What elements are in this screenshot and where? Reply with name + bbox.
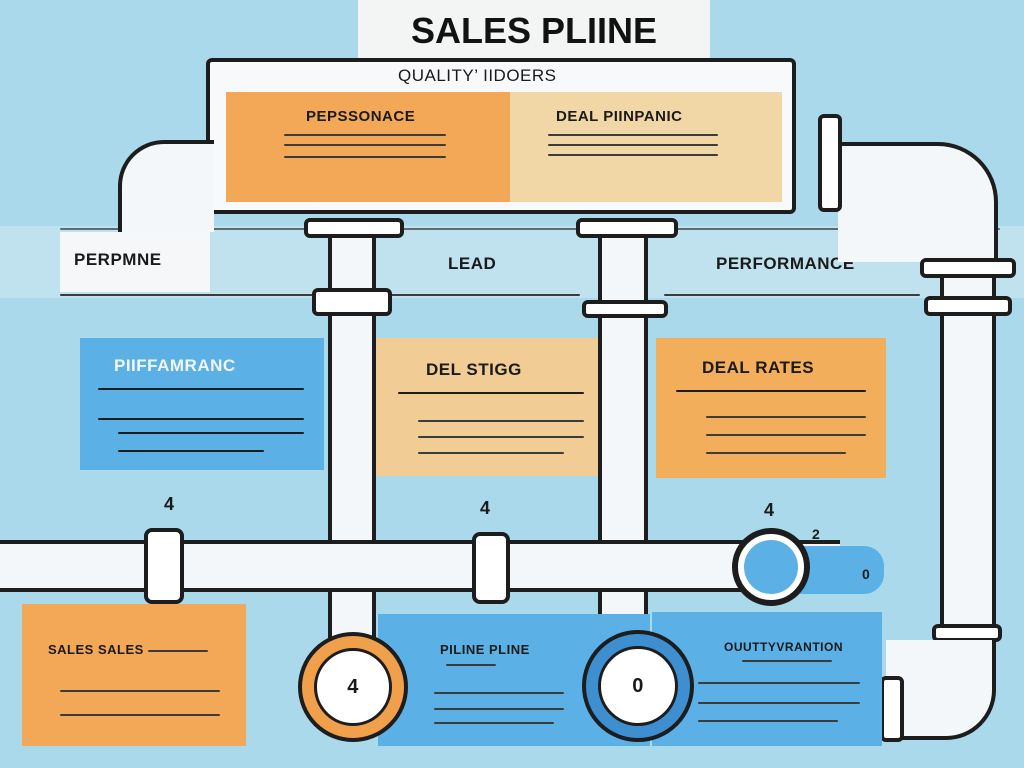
title-card: SALES PLIINE bbox=[358, 0, 710, 62]
top-subtitle: QUALITY’ IIDOERS bbox=[398, 66, 557, 85]
top-right-header: DEAL PIINPANIC bbox=[556, 108, 683, 125]
text-line bbox=[284, 134, 446, 136]
marker-label: 4 bbox=[480, 498, 491, 518]
pipe-collar bbox=[304, 218, 404, 238]
top-panel-right bbox=[510, 92, 782, 202]
text-line bbox=[706, 452, 846, 454]
text-line bbox=[434, 692, 564, 694]
mid-panel-blue-header: PIIFFAMRANC bbox=[114, 356, 236, 375]
mid-panel-blue bbox=[80, 338, 324, 470]
text-line bbox=[548, 154, 718, 156]
band-right-label: PERFORMANCE bbox=[716, 254, 855, 273]
text-line bbox=[698, 682, 860, 684]
gauge-left-value: 4 bbox=[347, 675, 359, 698]
gauge-right: 0 bbox=[582, 630, 694, 742]
mid-panel-tan-header: DEL STIGG bbox=[426, 360, 522, 379]
text-line bbox=[118, 450, 264, 452]
main-horizontal-pipe bbox=[0, 540, 840, 592]
text-line bbox=[548, 134, 718, 136]
text-line bbox=[98, 418, 304, 420]
pipe-collar bbox=[576, 218, 678, 238]
text-line bbox=[446, 664, 496, 666]
text-line bbox=[418, 436, 584, 438]
band-rule-top bbox=[60, 228, 1000, 230]
gauge-right-value: 0 bbox=[632, 674, 644, 697]
text-line bbox=[118, 432, 304, 434]
left-elbow-pipe bbox=[118, 140, 214, 232]
blue-flow-tail bbox=[800, 546, 884, 594]
band-rule-right bbox=[664, 294, 920, 296]
pipe-collar bbox=[144, 528, 184, 604]
pipe-collar bbox=[472, 532, 510, 604]
text-line bbox=[742, 660, 832, 662]
text-line bbox=[698, 702, 860, 704]
text-line bbox=[60, 690, 220, 692]
marker-label: 0 bbox=[862, 566, 871, 582]
band-left-label: PERPMNE bbox=[74, 250, 162, 269]
text-line bbox=[418, 452, 564, 454]
gauge-left-face: 4 bbox=[314, 648, 392, 726]
text-line bbox=[698, 720, 838, 722]
text-line bbox=[706, 434, 866, 436]
valve-core bbox=[744, 540, 798, 594]
text-line bbox=[676, 390, 866, 392]
right-collar bbox=[920, 258, 1016, 278]
text-line bbox=[706, 416, 866, 418]
text-line bbox=[284, 144, 446, 146]
bottom-left-header: SALES SALES bbox=[48, 642, 144, 657]
outlet-collar bbox=[880, 676, 904, 742]
band-left-card bbox=[60, 232, 210, 292]
marker-label: 2 bbox=[812, 526, 821, 542]
band-center-label: LEAD bbox=[448, 254, 497, 273]
marker-label: 4 bbox=[764, 500, 775, 520]
mid-panel-orange bbox=[656, 338, 886, 478]
mid-panel-tan bbox=[376, 338, 598, 476]
top-panel-left bbox=[226, 92, 510, 202]
text-line bbox=[98, 388, 304, 390]
right-cap-collar bbox=[818, 114, 842, 212]
gauge-right-face: 0 bbox=[598, 646, 678, 726]
bottom-right-elbow bbox=[886, 640, 996, 740]
text-line bbox=[284, 156, 446, 158]
text-line bbox=[418, 420, 584, 422]
text-line bbox=[548, 144, 718, 146]
right-vertical-pipe bbox=[940, 258, 996, 678]
text-line bbox=[434, 722, 554, 724]
page-title: SALES PLIINE bbox=[410, 10, 658, 51]
text-line bbox=[398, 392, 584, 394]
gauge-left: 4 bbox=[298, 632, 408, 742]
text-line bbox=[148, 650, 208, 652]
bottom-right-header: OUUTTYVRANTION bbox=[724, 640, 843, 654]
top-left-header: PEPSSONACE bbox=[306, 108, 416, 125]
mid-panel-orange-header: DEAL RATES bbox=[702, 358, 815, 377]
pipe-collar bbox=[582, 300, 668, 318]
right-elbow-pipe bbox=[838, 142, 998, 262]
right-collar bbox=[924, 296, 1012, 316]
text-line bbox=[434, 708, 564, 710]
marker-label: 4 bbox=[164, 494, 175, 514]
bottom-panel-left bbox=[22, 604, 246, 746]
text-line bbox=[60, 714, 220, 716]
bottom-center-header: PILINE PLINE bbox=[440, 642, 530, 657]
pipe-collar bbox=[312, 288, 392, 316]
